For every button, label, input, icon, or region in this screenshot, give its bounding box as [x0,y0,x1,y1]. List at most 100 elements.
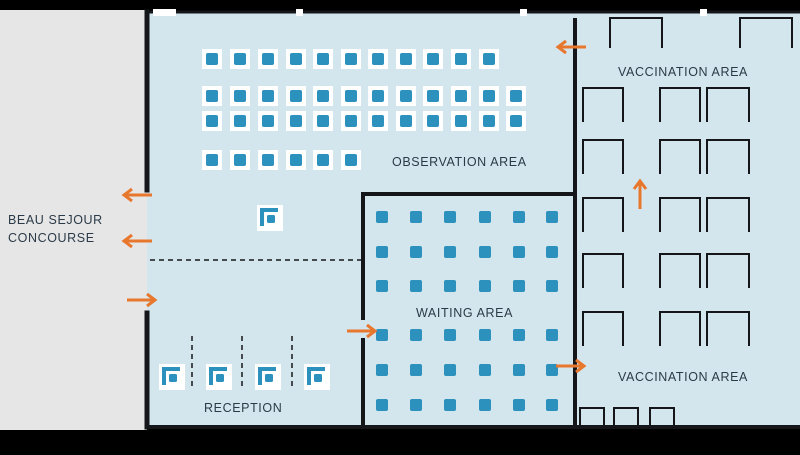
arrow-icon [347,323,378,339]
vaccination-booth [706,311,750,346]
chair-icon [546,329,558,341]
arrow-icon [556,358,587,374]
vaccination-booth [706,87,750,122]
chair-icon [290,115,302,127]
chair-icon [376,364,388,376]
chair-icon [376,280,388,292]
chair-icon [444,211,456,223]
chair-icon [455,115,467,127]
chair-icon [479,399,491,411]
chair-icon [376,329,388,341]
chair-icon [444,246,456,258]
arrow-icon [121,233,152,249]
concourse-area [0,10,147,430]
vaccination-booth [706,253,750,288]
vaccination-booth [706,197,750,232]
chair-icon [410,364,422,376]
chair-icon [317,115,329,127]
concourse-label-line2: CONCOURSE [8,231,95,245]
arrow-icon [127,292,158,308]
chair-icon [513,364,525,376]
chair-icon [410,246,422,258]
chair-icon [427,115,439,127]
floor-area [147,12,800,427]
chair-icon [234,90,246,102]
chair-icon [455,53,467,65]
chair-icon [345,115,357,127]
reception-desk-icon [169,374,177,382]
chair-icon [427,90,439,102]
chair-icon [455,90,467,102]
chair-icon [546,280,558,292]
concourse-label-line1: BEAU SEJOUR [8,213,103,227]
chair-icon [206,53,218,65]
vaccination-booth [659,253,701,288]
vaccination-booth-top [739,17,793,48]
vaccination-booth [659,197,701,232]
reception-desk-icon [267,215,275,223]
chair-icon [410,280,422,292]
vaccination-booth [582,139,624,174]
chair-icon [372,53,384,65]
chair-icon [410,329,422,341]
vaccination-booth [582,253,624,288]
door-opening [296,9,303,16]
reception-desk-icon [260,208,278,226]
chair-icon [372,90,384,102]
chair-icon [206,90,218,102]
vaccination-booth [659,311,701,346]
vaccination-booth [582,87,624,122]
vaccination-booth [582,311,624,346]
chair-icon [290,154,302,166]
chair-icon [262,154,274,166]
chair-icon [513,329,525,341]
chair-icon [483,53,495,65]
vaccination-booth [659,139,701,174]
reception-desk-icon [209,367,227,385]
chair-icon [444,364,456,376]
chair-icon [483,115,495,127]
chair-icon [376,211,388,223]
chair-icon [410,211,422,223]
chair-icon [234,115,246,127]
observation-area-label: OBSERVATION AREA [392,155,527,169]
vaccination-booth-small [613,407,639,427]
reception-desk-icon [314,374,322,382]
chair-icon [546,211,558,223]
chair-icon [513,246,525,258]
chair-icon [262,115,274,127]
chair-icon [234,53,246,65]
chair-icon [400,115,412,127]
chair-icon [290,53,302,65]
arrow-icon [555,39,586,55]
reception-label: RECEPTION [204,401,283,415]
reception-desk-icon [307,367,325,385]
chair-icon [376,246,388,258]
chair-icon [400,53,412,65]
arrow-icon [632,178,648,209]
chair-icon [546,399,558,411]
chair-icon [317,154,329,166]
door-opening [520,9,527,16]
chair-icon [206,154,218,166]
vaccination-area-bottom-label: VACCINATION AREA [618,370,748,384]
chair-icon [513,211,525,223]
chair-icon [376,399,388,411]
chair-icon [479,246,491,258]
chair-icon [546,364,558,376]
vaccination-booth [706,139,750,174]
chair-icon [513,399,525,411]
chair-icon [546,246,558,258]
door-opening [700,9,707,16]
chair-icon [262,53,274,65]
chair-icon [345,154,357,166]
chair-icon [372,115,384,127]
chair-icon [317,90,329,102]
waiting-area-label: WAITING AREA [416,306,514,320]
chair-icon [427,53,439,65]
arrow-icon [121,187,152,203]
chair-icon [510,90,522,102]
vaccination-booth-top [609,17,663,48]
